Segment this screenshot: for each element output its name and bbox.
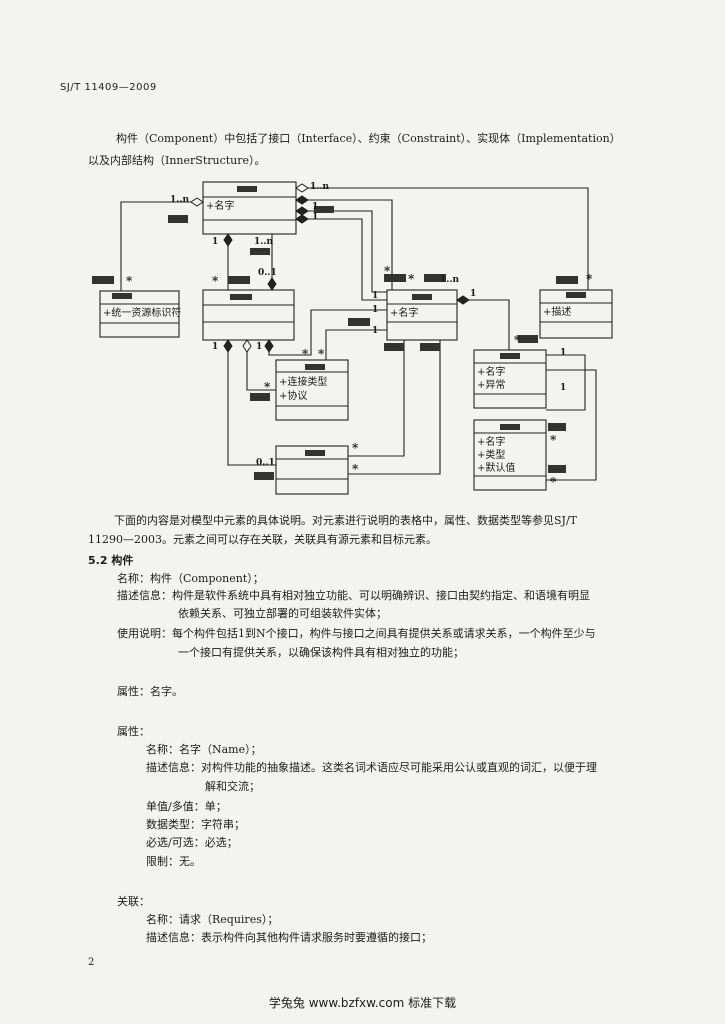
multiplicity-label: * [212,274,219,288]
parameter-class-box [473,419,547,491]
multiplicity-label: 1 [212,237,219,247]
multiplicity-label: * [408,272,415,286]
description-attr: +描述 [543,307,572,318]
desc-line-2: 依赖关系、可独立部署的可组装软件实体； [178,607,387,620]
para-line-1: 下面的内容是对模型中元素的具体说明。对元素进行说明的表格中，属性、数据类型等参见… [114,514,577,527]
multiplicity-label: * [384,264,391,278]
multiplicity-label: * [550,433,557,447]
multiplicity-label: 1 [372,305,379,315]
component-class-box [202,181,297,235]
association-heading: 关联： [117,895,150,908]
inner-structure-class-box [202,289,295,341]
uri-attr: +统一资源标识符 [103,308,182,319]
multiplicity-label: * [302,347,309,361]
standard-header: SJ/T 11409—2009 [60,82,157,93]
multiplicity-label: * [550,475,557,489]
attributes-heading: 属性： [117,725,150,738]
interface-name-attr: +名字 [390,308,419,319]
multiplicity-label: 1 [312,212,319,222]
multiplicity-label: 1 [256,342,263,352]
parameter-name-attr: +名字 [477,437,506,448]
multiplicity-label: * [318,347,325,361]
multiplicity-label: * [352,462,359,476]
page-number: 2 [88,957,95,968]
desc-line-1: 描述信息：构件是软件系统中具有相对独立功能、可以明确辨识、接口由契约指定、和语境… [117,589,590,602]
attr-required-line: 必选/可选：必选； [146,836,238,849]
multiplicity-label: * [514,333,521,347]
operation-name-attr: +名字 [477,367,506,378]
multiplicity-label: 1 [312,202,319,212]
multiplicity-label: 0..1 [258,268,277,278]
exception-attr: +异常 [477,380,506,391]
multiplicity-label: * [126,274,133,288]
protocol-attr: +协议 [279,391,308,402]
intro-line-1: 构件（Component）中包括了接口（Interface）、约束（Constr… [116,132,621,145]
usage-line-1: 使用说明：每个构件包括1到N个接口，构件与接口之间具有提供关系或请求关系，一个构… [117,627,596,640]
multiplicity-label: 1..n [254,237,274,247]
multiplicity-label: * [586,272,593,286]
attr-limit-line: 限制：无。 [146,855,201,868]
multiplicity-label: * [264,380,271,394]
multiplicity-label: 1 [560,348,567,358]
multiplicity-label: 1 [560,383,567,393]
uri-class-box [99,290,180,338]
multiplicity-label: 0..1 [256,458,275,468]
multiplicity-label: 1..n [310,182,330,192]
para-line-2: 11290—2003。元素之间可以存在关联，关联具有源元素和目标元素。 [88,533,437,546]
intro-line-2: 以及内部结构（InnerStructure）。 [88,154,266,167]
attr-datatype-line: 数据类型：字符串； [146,818,245,831]
multiplicity-label: 1 [470,289,477,299]
multiplicity-label: 1 [372,326,379,336]
usage-line-2: 一个接口有提供关系，以确保该构件具有相对独立的功能； [178,646,464,659]
multiplicity-label: 1 [372,291,379,301]
parameter-type-attr: +类型 [477,450,506,461]
uml-diagram [92,181,613,495]
attr-name-line: 名称：名字（Name）； [146,743,262,756]
multiplicity-label: 1..n [170,195,190,205]
component-name-attr: +名字 [206,201,235,212]
attr-multiplicity-line: 单值/多值：单； [146,800,227,813]
connector-type-attr: +连接类型 [279,377,328,388]
multiplicity-label: 1..n [440,275,460,285]
default-value-attr: +默认值 [477,463,516,474]
intro-paragraph: 构件（Component）中包括了接口（Interface）、约束（Constr… [88,128,668,172]
multiplicity-label: 1 [212,342,219,352]
assoc-name-line: 名称：请求（Requires）； [146,913,279,926]
attr-desc-line-1: 描述信息：对构件功能的抽象描述。这类名词术语应尽可能采用公认或直观的词汇，以便于… [146,761,597,774]
section-heading: 5.2 构件 [88,554,134,567]
attr-desc-line-2: 解和交流； [205,780,260,793]
attributes-summary: 属性：名字。 [117,685,183,698]
attachment-class-box [275,445,349,495]
description-class-box [539,289,613,339]
multiplicity-label: * [352,441,359,455]
operation-class-box [473,349,547,409]
site-footer: 学兔兔 www.bzfxw.com 标准下载 [268,996,457,1010]
name-line: 名称：构件（Component）； [117,572,264,585]
assoc-desc-line: 描述信息：表示构件向其他构件请求服务时要遵循的接口； [146,931,432,944]
interface-class-box [386,289,458,341]
